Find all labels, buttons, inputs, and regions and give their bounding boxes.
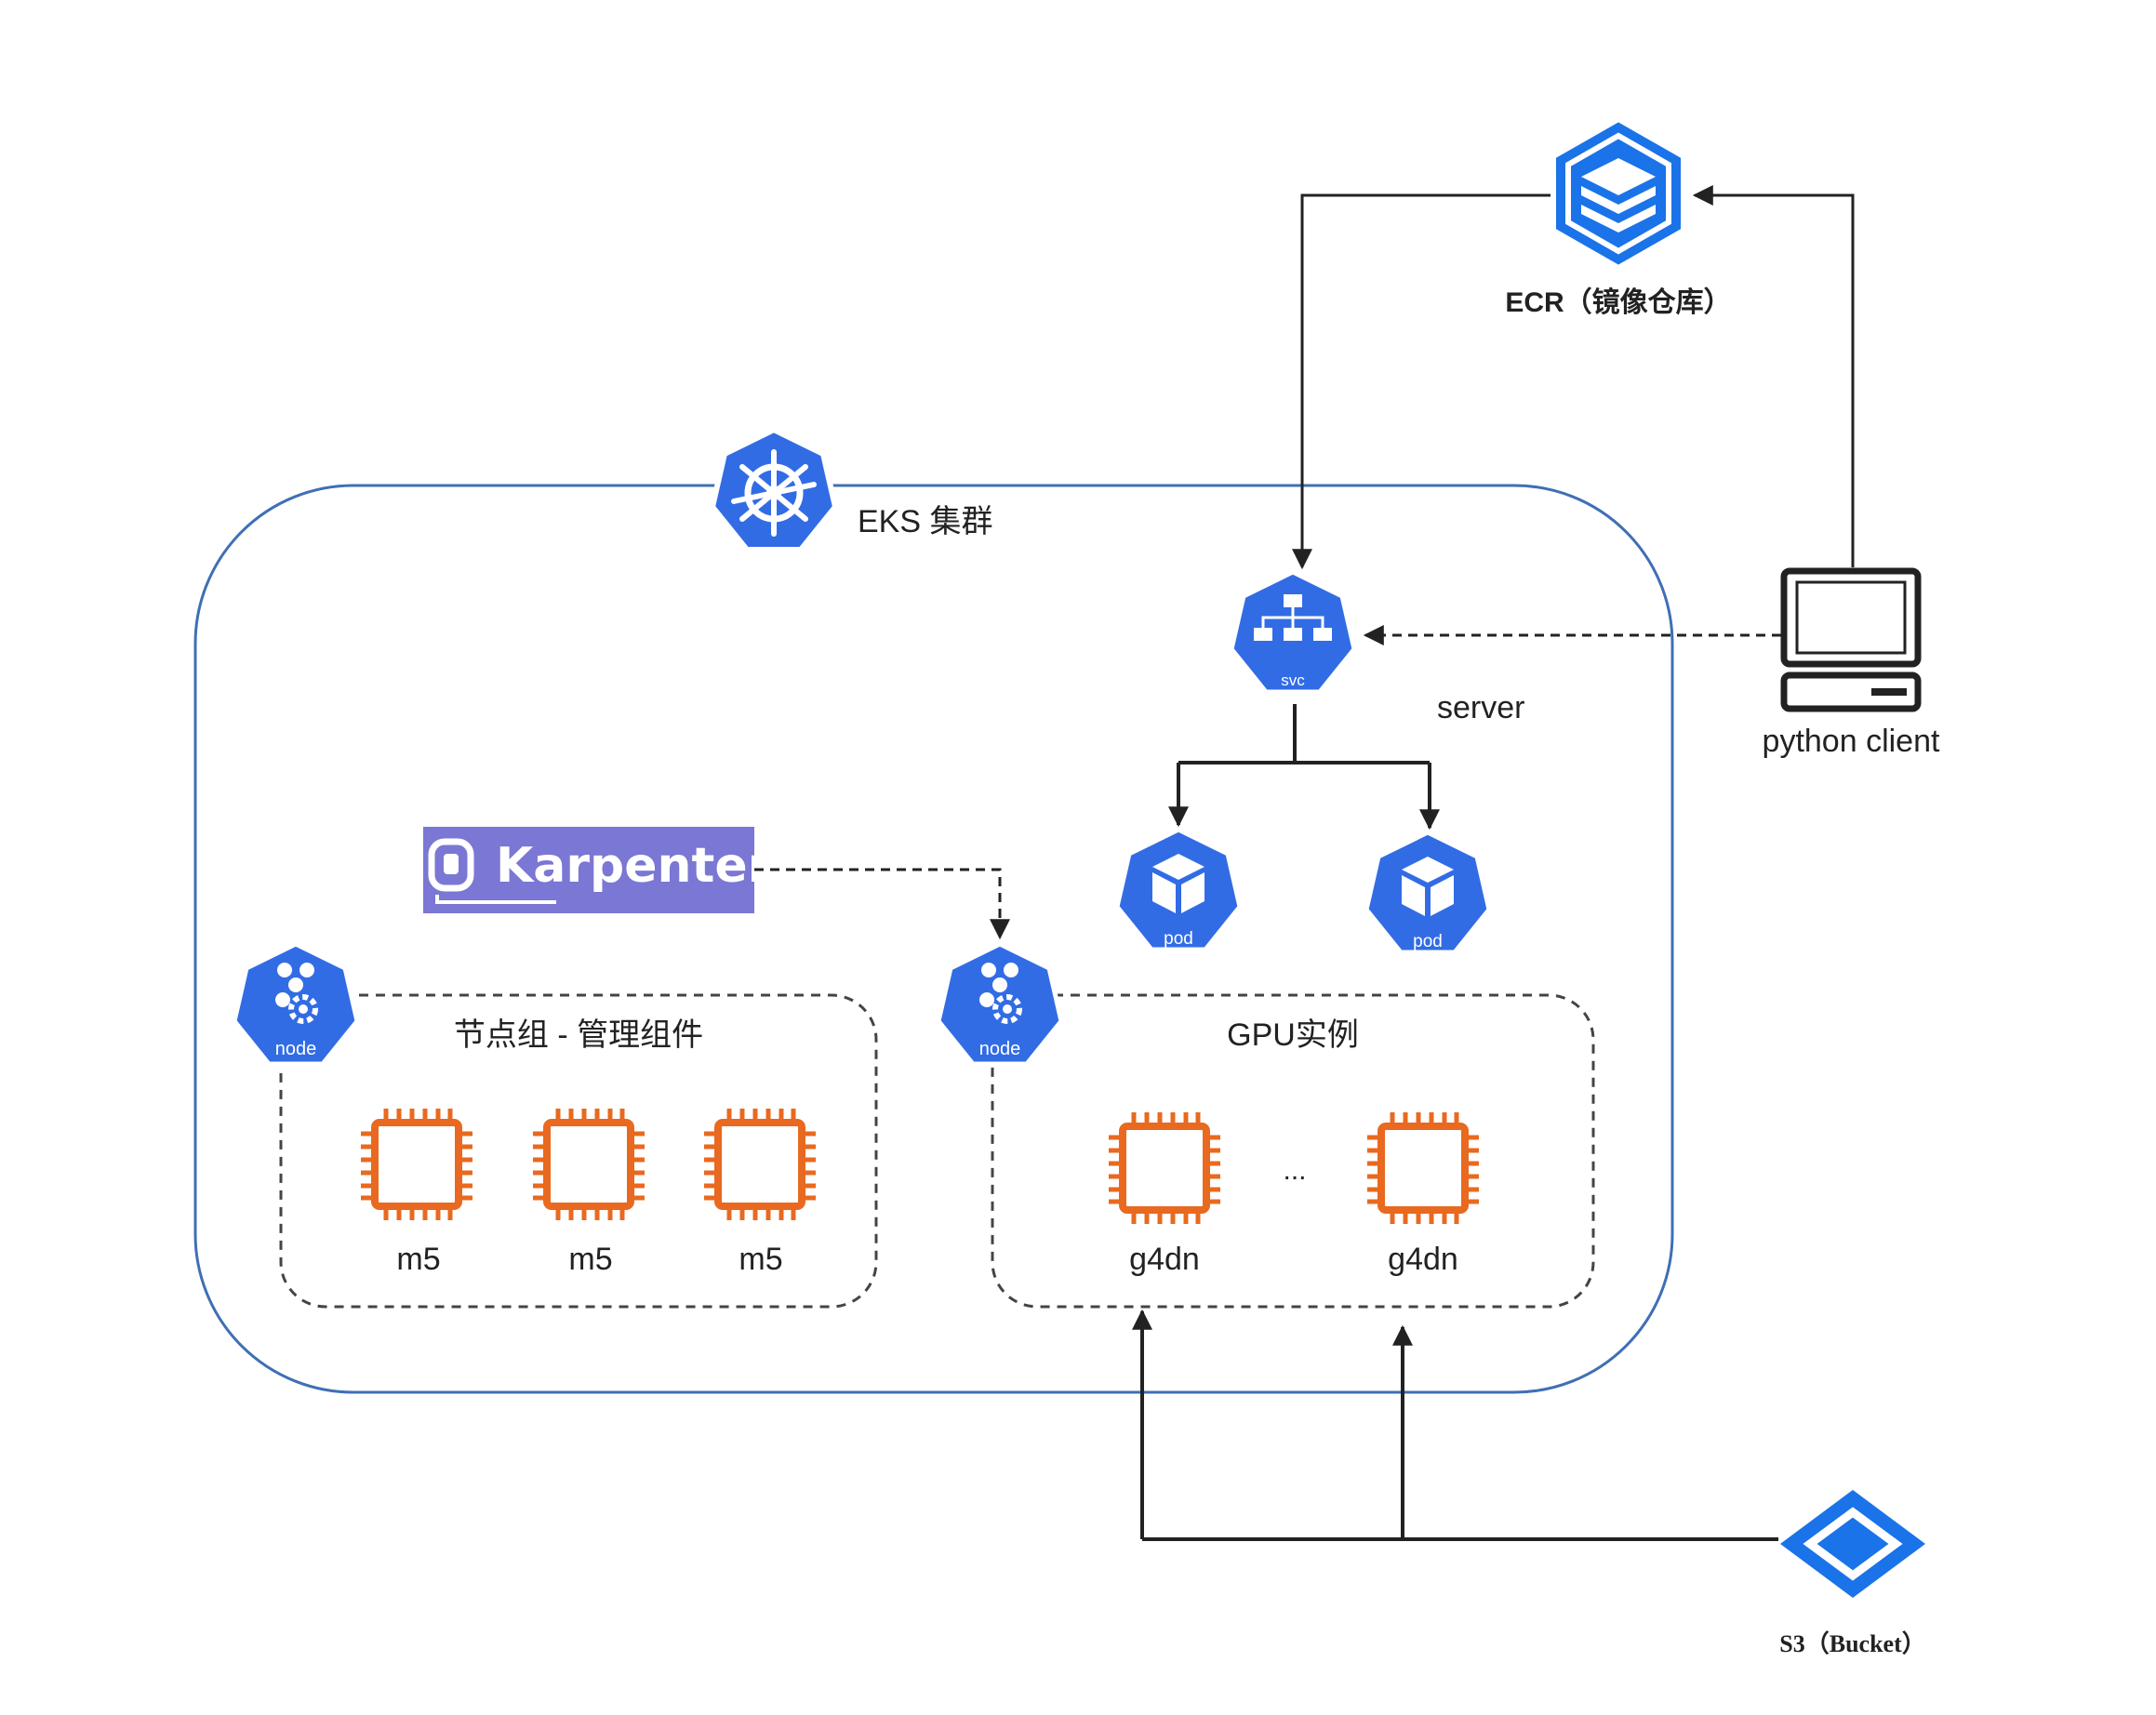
ec2-chip-icon — [1109, 1112, 1220, 1224]
pod-label: pod — [1164, 929, 1193, 949]
instance-label: m5 — [739, 1242, 782, 1277]
ecr-label: ECR（镜像仓库） — [1505, 286, 1731, 318]
ec2-chip-icon — [1367, 1112, 1479, 1224]
ecr-to-svc-arrow — [1292, 193, 1550, 570]
node-group-title: GPU实例 — [1227, 1017, 1359, 1053]
kubernetes-helm-icon — [712, 430, 835, 550]
svc-to-pods-connector — [1178, 704, 1430, 764]
client-to-ecr-arrow — [1692, 185, 1855, 567]
python-client-label: python client — [1763, 724, 1940, 759]
instance-label: g4dn — [1129, 1242, 1200, 1277]
karpenter-logo: Karpenter — [423, 827, 772, 913]
ellipsis: ... — [1283, 1155, 1306, 1186]
svc-icon-label: svc — [1281, 671, 1305, 689]
instance-label: m5 — [568, 1242, 612, 1277]
instance-label: m5 — [396, 1242, 440, 1277]
ec2-chip-icon — [704, 1109, 816, 1220]
instance-label: g4dn — [1388, 1242, 1458, 1277]
node-group-management — [279, 993, 878, 1309]
service-network-icon — [1231, 572, 1354, 692]
s3-label: S3（Bucket） — [1779, 1630, 1925, 1657]
ec2-chip-icon — [533, 1109, 645, 1220]
node-icon-label: node — [275, 1039, 317, 1059]
pod-label: pod — [1413, 932, 1443, 951]
desktop-computer-icon — [1780, 567, 1922, 712]
karpenter-to-gpu-node-arrow — [754, 868, 1010, 940]
ec2-chip-icon — [361, 1109, 472, 1220]
s3-bucket-icon — [1780, 1490, 1925, 1598]
server-label: server — [1437, 690, 1524, 725]
node-group-gpu — [991, 993, 1595, 1309]
karpenter-logo-text: Karpenter — [496, 838, 772, 894]
node-icon-label: node — [979, 1039, 1021, 1059]
eks-cluster-label: EKS 集群 — [858, 504, 992, 539]
eks-cluster-boundary — [193, 484, 1674, 1394]
ecr-stack-icon — [1550, 115, 1686, 272]
node-group-title: 节点组 - 管理组件 — [454, 1017, 703, 1053]
